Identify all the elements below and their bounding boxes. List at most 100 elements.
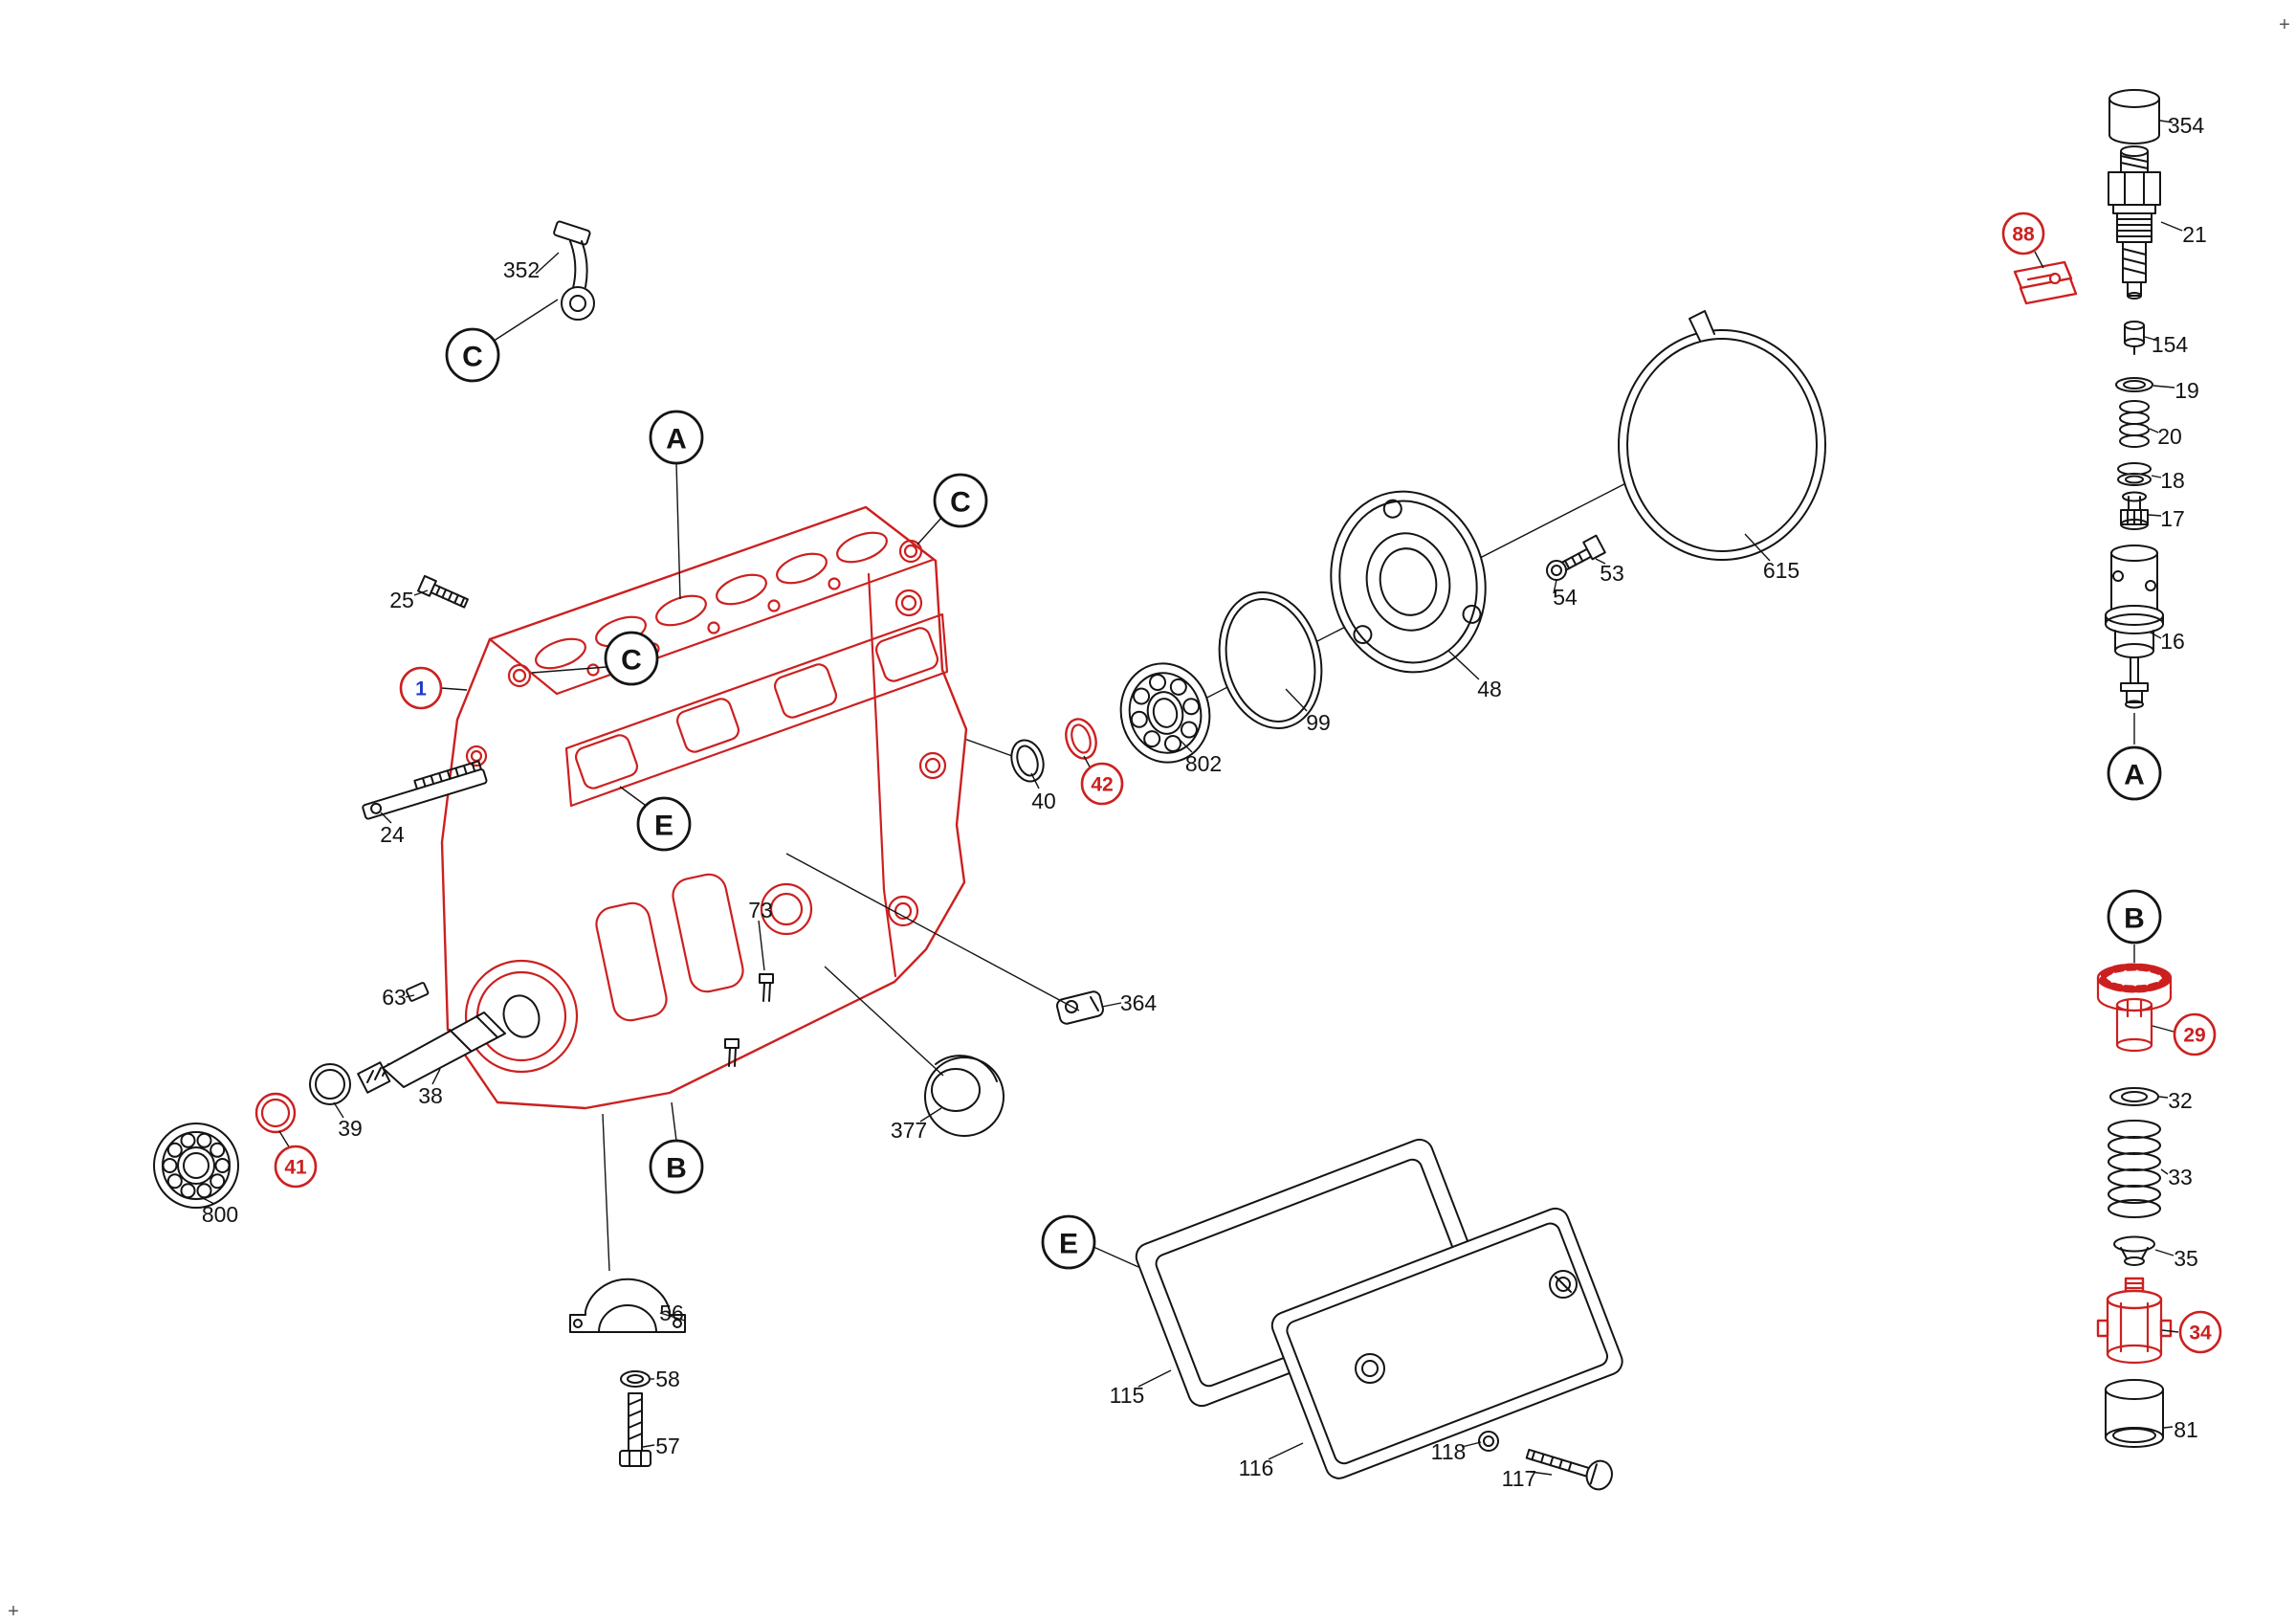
part-label-32: 32 [2168, 1088, 2193, 1113]
part-352-stop-lever [553, 220, 595, 321]
part-63-key [406, 982, 430, 1002]
part-label-57: 57 [655, 1434, 680, 1458]
part-21-delivery-valve-holder [2108, 145, 2161, 300]
part-label-81: 81 [2174, 1417, 2198, 1442]
part-label-35: 35 [2174, 1246, 2198, 1271]
part-label-48: 48 [1477, 677, 1502, 701]
part-19-washer [2115, 377, 2153, 392]
circled-part-label-42: 42 [1080, 762, 1124, 806]
circled-part-label-41: 41 [274, 1145, 318, 1189]
view-callout-mid-view: C [604, 631, 659, 686]
part-38-camshaft [357, 994, 541, 1094]
part-label-802: 802 [1185, 751, 1222, 776]
svg-text:C: C [621, 645, 642, 677]
part-29-control-sleeve-gear [2096, 963, 2173, 1053]
part-label-58: 58 [655, 1367, 680, 1391]
svg-text:C: C [462, 342, 483, 373]
part-label-115: 115 [1110, 1383, 1145, 1408]
part-label-63: 63 [382, 985, 407, 1010]
part-35-spring-seat [2113, 1235, 2155, 1266]
svg-text:B: B [2124, 903, 2145, 935]
part-81-cap [2105, 1379, 2164, 1448]
part-802-bearing [1119, 662, 1211, 764]
view-callout-bottom-view: B [649, 1139, 704, 1194]
circled-part-label-29: 29 [2173, 1012, 2217, 1056]
part-16-pump-barrel [2105, 545, 2164, 709]
part-label-18: 18 [2160, 468, 2185, 493]
part-57-bolt [619, 1392, 651, 1467]
svg-text:E: E [654, 811, 673, 842]
view-callout-top-right-view: C [933, 473, 988, 528]
part-label-352: 352 [503, 257, 540, 282]
svg-text:B: B [666, 1153, 687, 1185]
svg-text:88: 88 [2012, 224, 2035, 246]
part-label-16: 16 [2160, 629, 2185, 654]
part-34-element-assembly [2096, 1277, 2173, 1365]
svg-text:A: A [2124, 760, 2145, 791]
part-117-screw [1525, 1448, 1613, 1491]
part-label-117: 117 [1502, 1466, 1537, 1491]
part-label-56: 56 [659, 1301, 684, 1325]
part-53-screw [1558, 534, 1606, 572]
part-label-73: 73 [748, 898, 773, 923]
part-label-118: 118 [1431, 1439, 1467, 1464]
svg-text:A: A [666, 424, 687, 456]
part-118-washer [1478, 1431, 1499, 1452]
part-label-40: 40 [1031, 789, 1056, 813]
part-24-control-rack [362, 760, 488, 820]
part-17-valve [2120, 491, 2149, 530]
part-48-end-plate [1330, 490, 1487, 674]
svg-text:C: C [950, 487, 971, 519]
svg-text:42: 42 [1091, 774, 1113, 796]
view-callout-top-view: A [649, 410, 704, 465]
view-callout-cover-view: E [1041, 1214, 1096, 1270]
part-33-spring [2108, 1120, 2161, 1218]
part-label-17: 17 [2160, 506, 2185, 531]
part-label-20: 20 [2157, 424, 2182, 449]
svg-text:41: 41 [284, 1157, 307, 1179]
circled-part-label-34: 34 [2178, 1310, 2222, 1354]
part-58-washer [620, 1370, 651, 1388]
part-364-clamp [1056, 990, 1104, 1025]
leader-lines [202, 120, 2183, 1476]
circled-part-label-88: 88 [2001, 211, 2045, 256]
part-18-washers [2117, 462, 2152, 486]
part-800-bearing [153, 1123, 239, 1209]
part-354-cap [2108, 89, 2160, 145]
part-label-53: 53 [1600, 561, 1624, 586]
part-label-615: 615 [1763, 558, 1799, 583]
part-99-ring [1218, 591, 1323, 729]
part-label-38: 38 [418, 1083, 443, 1108]
labels-layer: 3522524736338398005658573773644080299545… [8, 14, 2290, 1622]
part-label-364: 364 [1120, 990, 1158, 1015]
part-73-screws [724, 973, 774, 1067]
part-615-gasket [1618, 310, 1826, 561]
part-54-washer [1546, 560, 1567, 581]
part-label-377: 377 [891, 1118, 927, 1143]
part-20-spring [2119, 400, 2150, 448]
part-label-54: 54 [1553, 585, 1578, 610]
part-56-bearing-cap [569, 1278, 686, 1333]
svg-text:E: E [1059, 1229, 1078, 1260]
part-label-33: 33 [2168, 1165, 2193, 1189]
housing-silhouette [440, 505, 968, 1110]
part-label-354: 354 [2168, 113, 2205, 138]
part-39-ring [309, 1063, 351, 1105]
view-callout-band-view: E [636, 796, 692, 852]
registration-mark: + [8, 1601, 19, 1622]
part-label-25: 25 [389, 588, 414, 612]
part-label-116: 116 [1239, 1456, 1274, 1480]
part-41-seal-ring [254, 1092, 297, 1134]
part-42-seal-ring [1065, 718, 1097, 760]
circled-part-label-1: 1 [399, 666, 443, 710]
part-label-800: 800 [202, 1202, 238, 1227]
view-callout-lever-view: C [445, 327, 500, 383]
part-label-24: 24 [380, 822, 405, 847]
svg-text:1: 1 [415, 678, 427, 700]
part-40-ring [1010, 739, 1045, 783]
svg-text:34: 34 [2189, 1323, 2212, 1345]
part-88-clamp [2013, 260, 2078, 305]
part-label-99: 99 [1306, 710, 1331, 735]
